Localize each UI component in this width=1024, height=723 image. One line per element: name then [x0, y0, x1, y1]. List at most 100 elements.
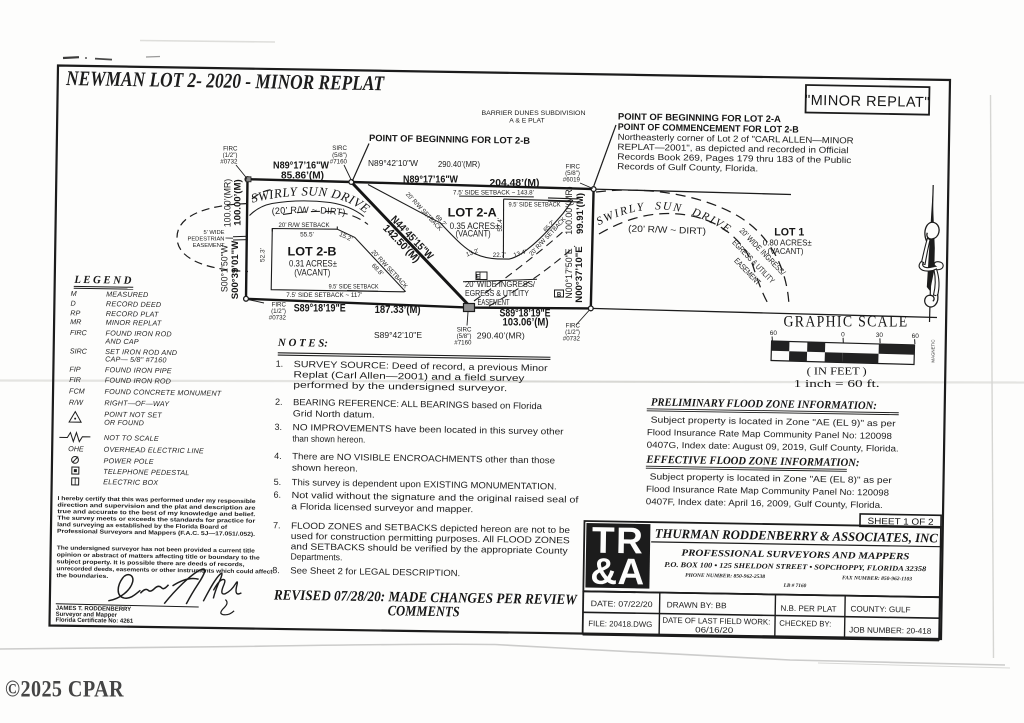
svg-text:There are NO VISIBLE ENCROACHM: There are NO VISIBLE ENCROACHMENTS other…	[292, 451, 555, 465]
svg-text:1 inch = 60 ft.: 1 inch = 60 ft.	[794, 378, 880, 390]
svg-text:land surveying as established: land surveying as established by the Flo…	[57, 522, 227, 531]
svg-text:LOT 2-A: LOT 2-A	[448, 206, 497, 220]
svg-text:(VACANT): (VACANT)	[768, 247, 804, 256]
svg-text:N O T E S:: N O T E S:	[277, 337, 328, 350]
svg-text:RIGHT—OF—WAY: RIGHT—OF—WAY	[104, 398, 170, 408]
svg-text:N89°17’16"W: N89°17’16"W	[403, 173, 458, 185]
svg-text:ELECTRIC BOX: ELECTRIC BOX	[103, 477, 159, 487]
svg-text:FIR: FIR	[69, 375, 81, 384]
svg-text:S89°18’19"E: S89°18’19"E	[294, 303, 346, 315]
svg-text:#0732: #0732	[563, 336, 581, 343]
svg-text:&A: &A	[590, 551, 645, 593]
svg-text:Replat (Carl Allen—2001) and a: Replat (Carl Allen—2001) and a field sur…	[293, 369, 525, 383]
svg-text:RP: RP	[70, 308, 80, 317]
svg-text:MR: MR	[70, 317, 81, 326]
svg-text:TELEPHONE PEDESTAL: TELEPHONE PEDESTAL	[103, 467, 189, 477]
svg-text:(VACANT): (VACANT)	[456, 229, 491, 239]
svg-text:FIRC: FIRC	[223, 146, 238, 153]
svg-text:used for construction permitti: used for construction permitting purpose…	[291, 531, 570, 546]
svg-text:FOUND CONCRETE MONUMENT: FOUND CONCRETE MONUMENT	[105, 387, 222, 398]
svg-text:(5/8"): (5/8")	[565, 170, 580, 177]
svg-text:RECORD PLAT: RECORD PLAT	[106, 309, 159, 319]
svg-text:SET IRON ROD AND: SET IRON ROD AND	[105, 347, 177, 357]
svg-text:0.35 ACRES±: 0.35 ACRES±	[450, 221, 500, 231]
svg-text:unrecorded deeds, easements or: unrecorded deeds, easements or other ins…	[56, 566, 272, 575]
svg-text:#7160: #7160	[454, 340, 472, 347]
svg-text:OR FOUND: OR FOUND	[104, 418, 144, 428]
svg-text:103.06’(M): 103.06’(M)	[503, 316, 549, 328]
svg-text:Subject property is located in: Subject property is located in Zone "AE …	[650, 471, 892, 485]
svg-text:E: E	[476, 274, 480, 280]
svg-text:a Florida licensed surveyor an: a Florida licensed surveyor and mapper.	[291, 501, 473, 514]
svg-text:shown hereon.: shown hereon.	[292, 462, 358, 473]
svg-text:N00°37’10"E: N00°37’10"E	[574, 246, 585, 303]
svg-text:Florida Certificate No: 4261: Florida Certificate No: 4261	[56, 618, 134, 625]
svg-text:SIRC: SIRC	[70, 346, 88, 355]
svg-text:0.31 ACRES±: 0.31 ACRES±	[289, 259, 337, 269]
svg-text:Subject property is located in: Subject property is located in Zone "AE …	[651, 415, 896, 429]
svg-text:55.5’: 55.5’	[300, 232, 314, 239]
svg-text:S00°1’50"W: S00°1’50"W	[220, 244, 230, 292]
svg-text:8.: 8.	[272, 565, 280, 575]
svg-text:OHE: OHE	[68, 444, 84, 453]
svg-text:COUNTY: GULF: COUNTY: GULF	[850, 604, 910, 614]
svg-text:NOT TO SCALE: NOT TO SCALE	[104, 433, 159, 443]
svg-text:1.: 1.	[276, 359, 284, 369]
svg-text:M: M	[71, 289, 77, 298]
svg-text:BARRIER DUNES SUBDIVISION: BARRIER DUNES SUBDIVISION	[482, 110, 586, 117]
svg-text:S89°42’10"E: S89°42’10"E	[374, 330, 422, 340]
svg-text:PEDESTRIAN: PEDESTRIAN	[187, 237, 224, 243]
svg-text:SURVEY SOURCE: Deed of recor: SURVEY SOURCE: Deed of record, a previou…	[294, 359, 548, 373]
svg-text:©2025 CPAR: ©2025 CPAR	[5, 677, 124, 702]
svg-text:0: 0	[841, 332, 845, 339]
svg-text:performed by the undersigned s: performed by the undersigned surveyor.	[293, 380, 507, 393]
svg-text:( IN FEET ): ( IN FEET )	[807, 366, 867, 378]
svg-text:N.B. PER PLAT: N.B. PER PLAT	[780, 604, 836, 614]
svg-text:than shown hereon.: than shown hereon.	[292, 433, 365, 444]
svg-text:FOUND IRON PIPE: FOUND IRON PIPE	[105, 365, 172, 375]
svg-text:MAGNETIC: MAGNETIC	[931, 339, 936, 362]
svg-text:204.48’(M): 204.48’(M)	[490, 177, 540, 189]
svg-text:EGRESS & UTILITY: EGRESS & UTILITY	[465, 289, 529, 298]
svg-text:POINT NOT SET: POINT NOT SET	[104, 410, 162, 420]
svg-text:RECORD DEED: RECORD DEED	[106, 299, 161, 309]
svg-text:and SETBACKS should be verifie: and SETBACKS should be verified by the a…	[291, 541, 569, 556]
svg-text:Flood Insurance Rate Map Commu: Flood Insurance Rate Map Community Panel…	[646, 484, 889, 498]
svg-text:Records Book 269, Pages 179 th: Records Book 269, Pages 179 thru 183 of …	[617, 151, 852, 165]
svg-text:#7160: #7160	[330, 159, 348, 166]
svg-text:7.: 7.	[273, 520, 281, 530]
svg-text:FOUND IRON ROD: FOUND IRON ROD	[105, 328, 171, 338]
svg-text:(VACANT): (VACANT)	[294, 267, 330, 277]
svg-text:SIRC: SIRC	[457, 327, 472, 334]
svg-text:FILE: 20418.DWG: FILE: 20418.DWG	[588, 619, 652, 629]
svg-text:PRELIMINARY FLOOD ZONE INFORMA: PRELIMINARY FLOOD ZONE INFORMATION:	[651, 397, 877, 413]
svg-text:(5/8"): (5/8")	[332, 152, 347, 159]
svg-text:The survey meets or exceeds th: The survey meets or exceeds the standard…	[57, 516, 256, 525]
svg-text:7.5’ SIDE SETBACK ~ 143.8’: 7.5’ SIDE SETBACK ~ 143.8’	[453, 189, 535, 196]
svg-text:JOB NUMBER: 20-418: JOB NUMBER: 20-418	[849, 625, 932, 635]
svg-text:COMMENTS: COMMENTS	[388, 603, 460, 620]
svg-text:6.: 6.	[273, 490, 281, 500]
svg-text:FLOOD ZONES and SETBACKS depic: FLOOD ZONES and SETBACKS depicted hereon…	[291, 521, 570, 536]
svg-text:Departments.: Departments.	[290, 552, 342, 563]
svg-text:CAP— 5/8" #7160: CAP— 5/8" #7160	[105, 354, 167, 364]
svg-text:the boundaries.: the boundaries.	[56, 573, 109, 580]
svg-text:0407F, Index date: April 16, 2: 0407F, Index date: April 16, 2009, Gulf …	[646, 496, 883, 510]
svg-text:FAX NUMBER: 850-962-1103: FAX NUMBER: 850-962-1103	[842, 575, 912, 582]
svg-text:LOT 2-B: LOT 2-B	[288, 245, 337, 259]
svg-text:(1/2"): (1/2")	[223, 152, 238, 159]
svg-text:N89°42’10"W: N89°42’10"W	[368, 158, 419, 168]
svg-text:Records of Gulf County, Florid: Records of Gulf County, Florida.	[617, 161, 758, 173]
svg-text:PHONE NUMBER: 850-962-2538: PHONE NUMBER: 850-962-2538	[685, 573, 765, 580]
svg-text:EASEMENT: EASEMENT	[193, 243, 225, 249]
svg-text:true and accurate to the best: true and accurate to the best of my know…	[57, 509, 256, 518]
svg-text:This survey is dependent upon: This survey is dependent upon EXISTING M…	[292, 477, 557, 491]
svg-text:JAMES T. RODDENBERRY: JAMES T. RODDENBERRY	[56, 606, 132, 613]
svg-text:DATE: 07/22/20: DATE: 07/22/20	[591, 599, 654, 609]
svg-text:See Sheet 2 for LEGAL DESCRIPT: See Sheet 2 for LEGAL DESCRIPTION.	[290, 565, 460, 578]
svg-text:100.00’(MR): 100.00’(MR)	[222, 179, 232, 227]
svg-text:20’ WIDE INGRESS/: 20’ WIDE INGRESS/	[465, 280, 536, 289]
svg-text:2.: 2.	[275, 397, 283, 407]
svg-text:AND CAP: AND CAP	[104, 337, 138, 347]
svg-text:POWER POLE: POWER POLE	[103, 456, 153, 466]
